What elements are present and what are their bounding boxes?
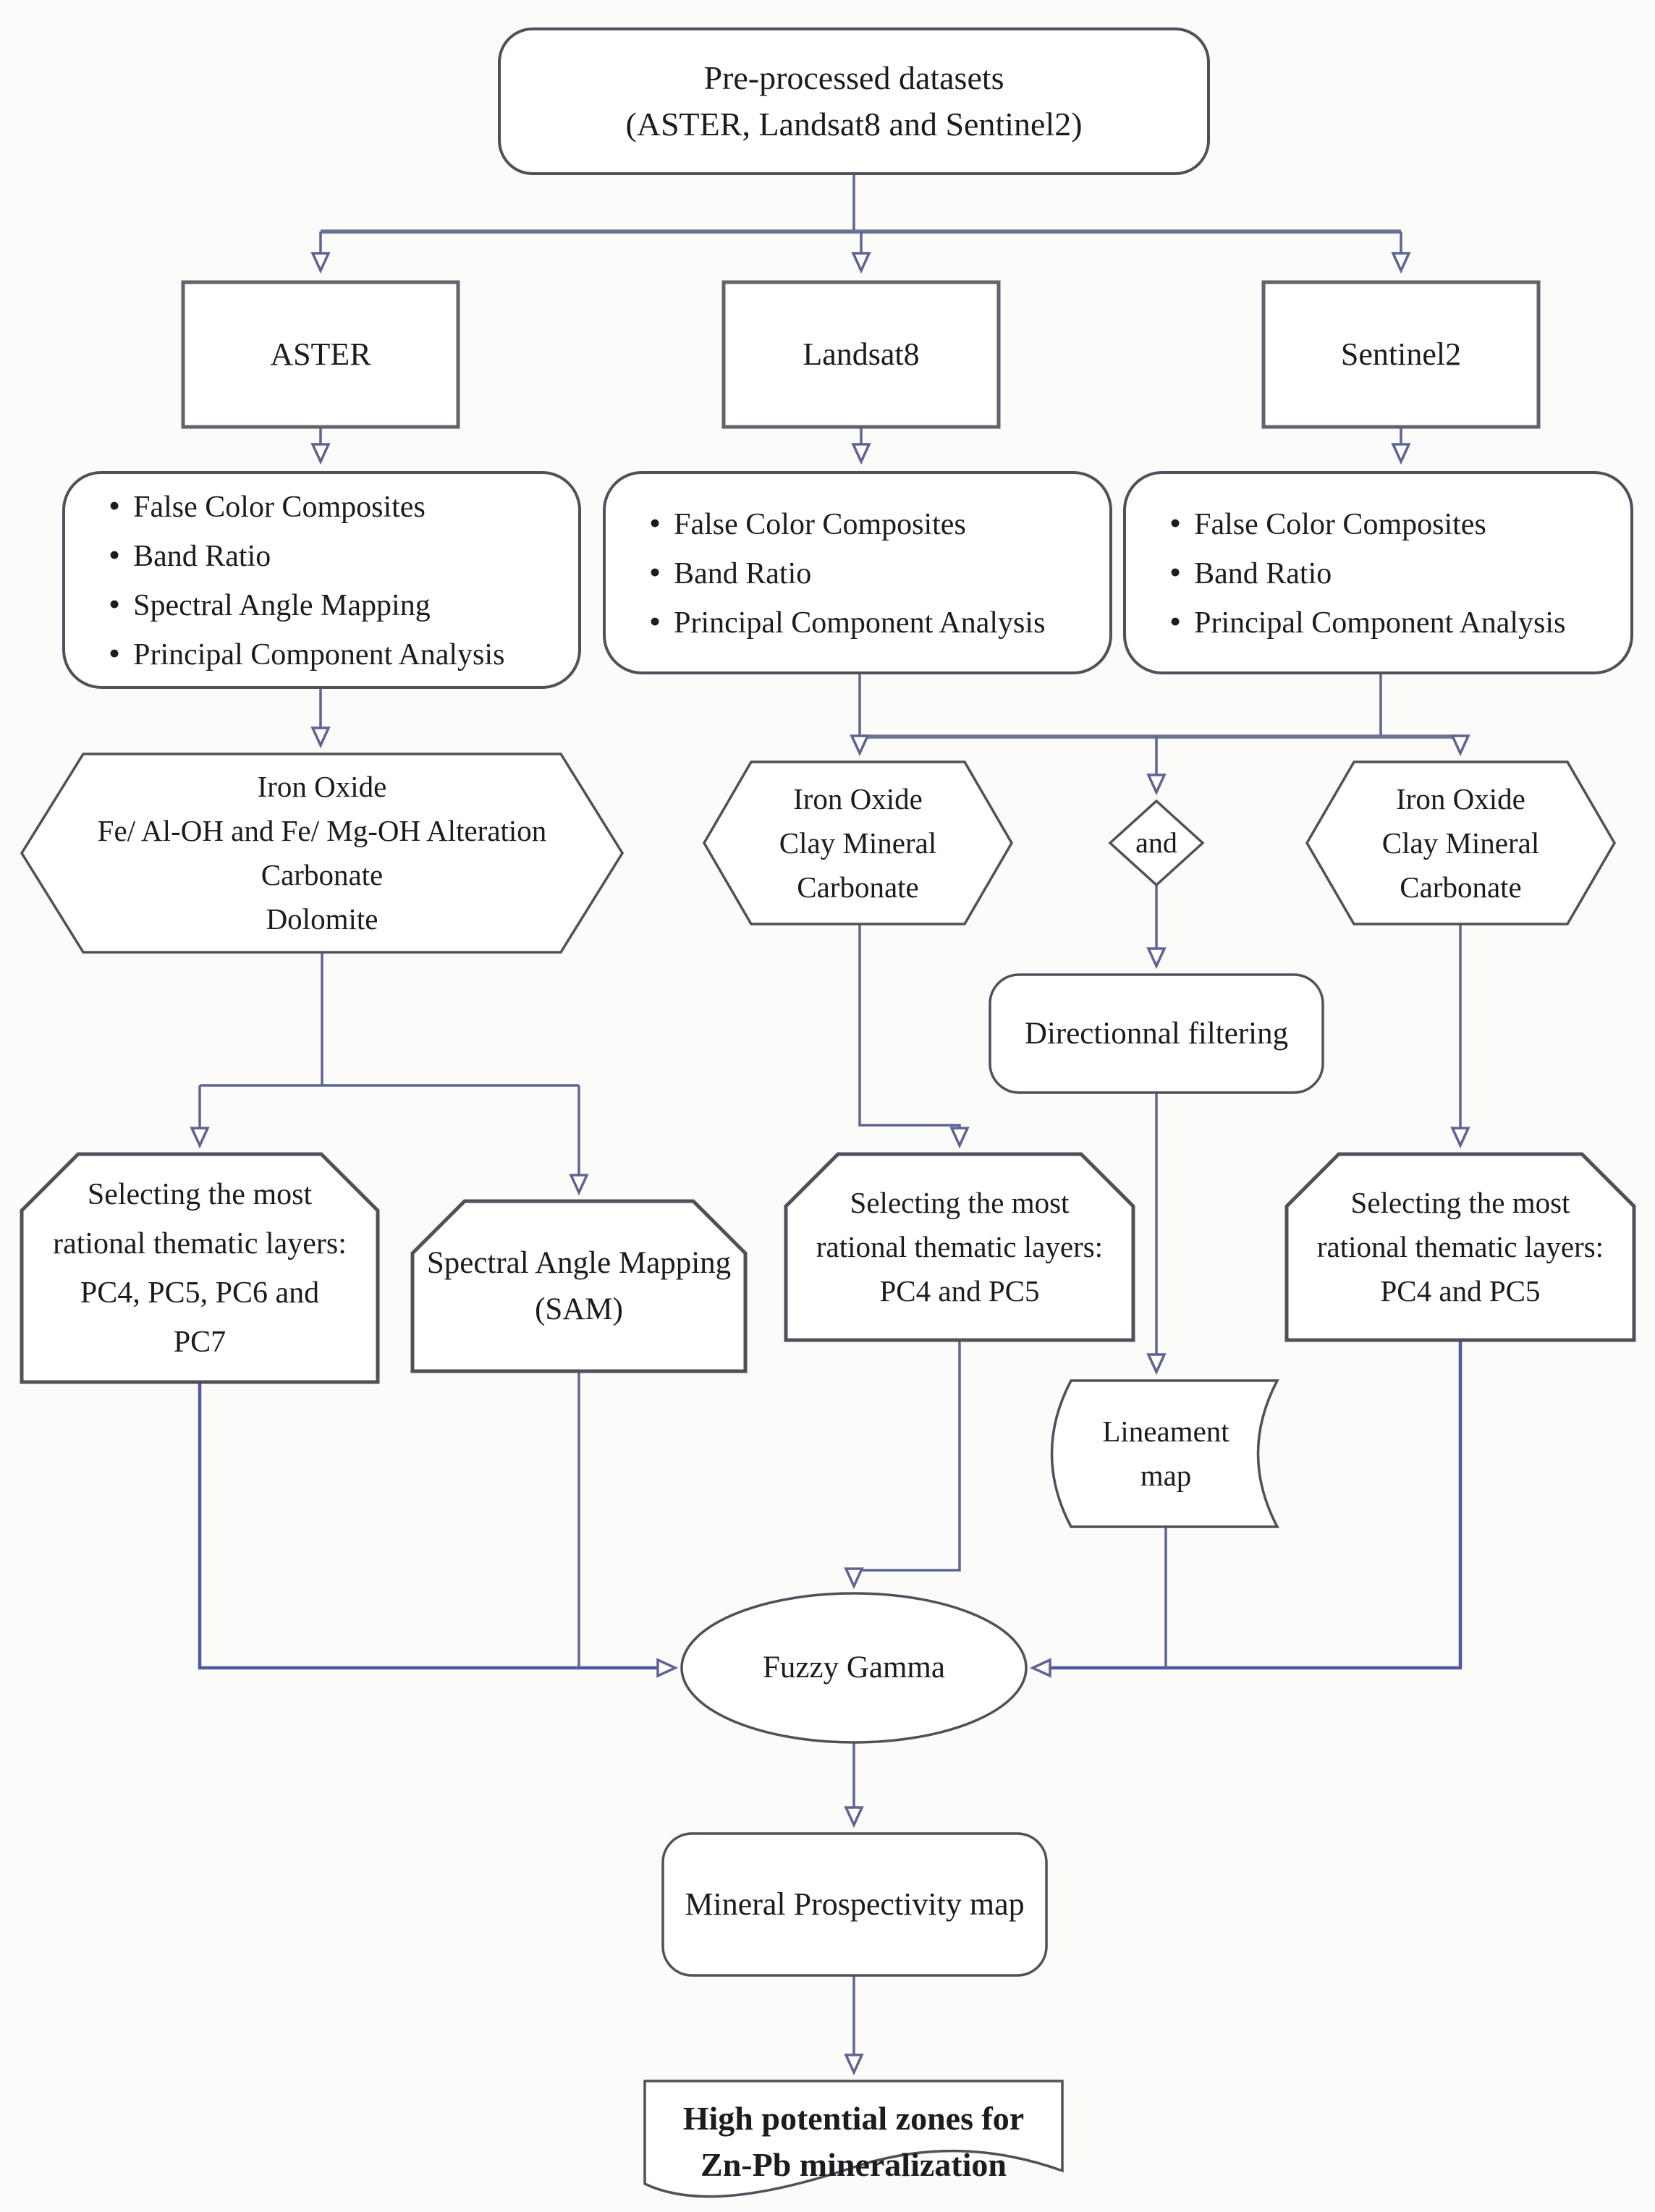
and-diamond-shape [1108, 799, 1205, 887]
node-shapes [20, 27, 1636, 2198]
list-item-label: Principal Component Analysis [133, 637, 505, 671]
list-item: • Principal Component Analysis [109, 630, 580, 679]
bullet-icon: • [649, 504, 661, 541]
list-item: • Principal Component Analysis [649, 598, 1111, 647]
list-item-label: Principal Component Analysis [1194, 606, 1566, 640]
list-item-label: False Color Composites [1194, 507, 1486, 541]
list-item: • Band Ratio [1169, 548, 1632, 598]
sentinel2-processing-box-shape [1123, 471, 1633, 674]
bullet-icon: • [649, 602, 661, 640]
bullet-icon: • [109, 486, 121, 524]
connector-landsathex-to-select [858, 924, 970, 1149]
list-item: • False Color Composites [1169, 499, 1632, 548]
lineament-map-shape [1050, 1379, 1279, 1528]
list-item-label: False Color Composites [674, 507, 966, 541]
connector-lines [190, 174, 1470, 2076]
sentinel2-box-shape [1261, 280, 1541, 429]
list-item: • Band Ratio [109, 531, 580, 580]
connector-right-to-fuzzy [1029, 1340, 1463, 1678]
bullet-icon: • [649, 553, 661, 590]
mineral-prospectivity-box-shape [661, 1832, 1048, 1977]
aster-processing-list: • False Color Composites • Band Ratio • Spe… [64, 473, 580, 687]
list-item-label: Band Ratio [674, 556, 812, 590]
list-item: • Spectral Angle Mapping [109, 580, 580, 630]
list-item-label: Principal Component Analysis [674, 606, 1046, 640]
bullet-icon: • [1169, 553, 1182, 590]
aster-processing-box-shape [62, 471, 581, 689]
list-item: • False Color Composites [649, 499, 1111, 548]
sam-box-shape [410, 1199, 748, 1373]
list-item-label: False Color Composites [133, 490, 426, 524]
connector-mid-to-fuzzy [844, 1340, 961, 1590]
final-output-doc-shape [643, 2080, 1064, 2198]
directional-filtering-box-shape [989, 973, 1324, 1094]
aster-box-shape [181, 280, 460, 429]
list-item: • False Color Composites [109, 482, 580, 531]
sentinel2-products-hexagon-shape [1305, 760, 1617, 925]
aster-products-hexagon-shape [20, 753, 625, 954]
landsat8-processing-list: • False Color Composites • Band Ratio • Pri… [604, 473, 1111, 673]
bullet-icon: • [1169, 504, 1182, 541]
list-item-label: Spectral Angle Mapping [133, 588, 431, 622]
list-item-label: Band Ratio [133, 539, 271, 573]
landsat8-products-hexagon-shape [702, 760, 1014, 925]
list-item: • Band Ratio [649, 548, 1111, 598]
aster-selection-box-shape [20, 1152, 380, 1384]
landsat8-selection-box-shape [784, 1152, 1135, 1342]
bullet-icon: • [109, 535, 121, 573]
landsat8-processing-box-shape [603, 471, 1112, 674]
connector-left-to-fuzzy [198, 1382, 679, 1678]
list-item-label: Band Ratio [1194, 556, 1332, 590]
sentinel2-processing-list: • False Color Composites • Band Ratio • Pri… [1125, 473, 1632, 673]
list-item: • Principal Component Analysis [1169, 598, 1632, 647]
preprocessed-box-shape [498, 27, 1210, 175]
bullet-icon: • [109, 585, 121, 622]
landsat8-box-shape [721, 280, 1001, 429]
sentinel2-selection-box-shape [1284, 1152, 1636, 1342]
bullet-icon: • [1169, 602, 1182, 640]
bullet-icon: • [109, 634, 121, 671]
fuzzy-gamma-ellipse-shape [680, 1592, 1028, 1744]
